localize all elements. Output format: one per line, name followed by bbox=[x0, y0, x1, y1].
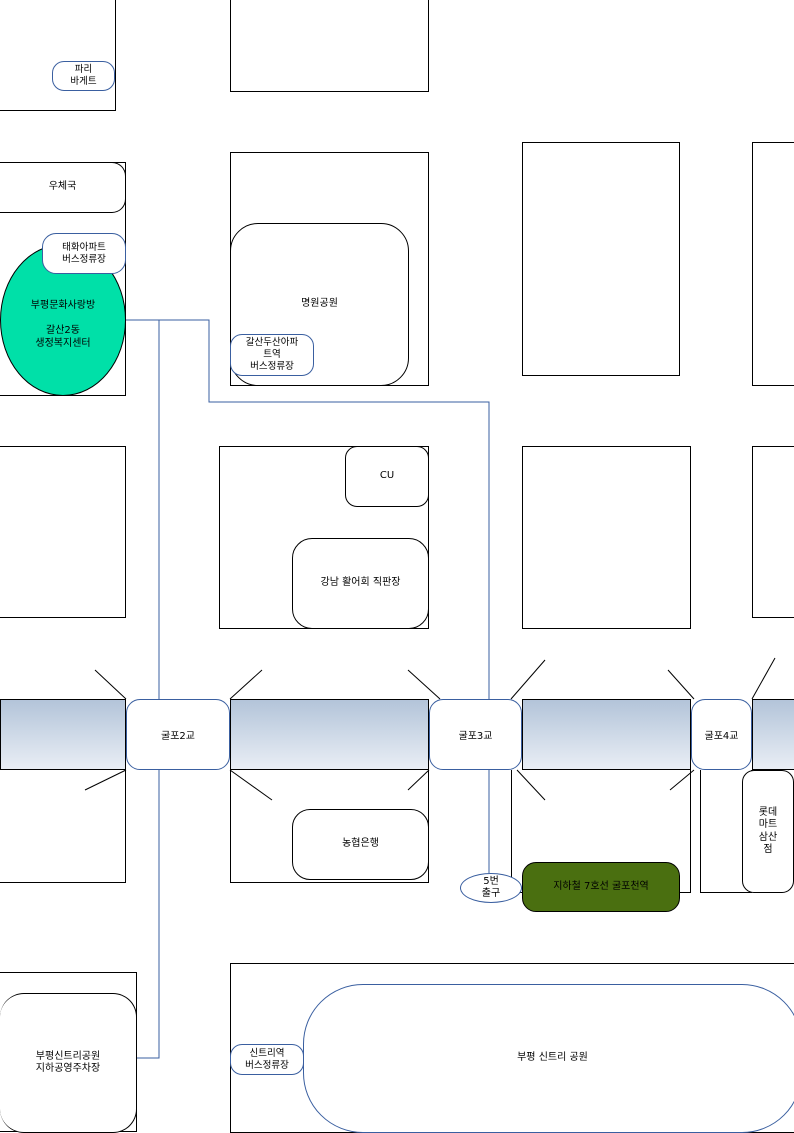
city-block bbox=[230, 0, 429, 92]
route-line bbox=[126, 319, 490, 873]
place-lotte-mart: 롯데 마트 삼산 점 bbox=[742, 770, 794, 893]
bus-stop-taehwa: 태화아파트 버스정류장 bbox=[42, 233, 126, 274]
bridge-gulpo2: 굴포2교 bbox=[126, 699, 230, 770]
river-segment bbox=[522, 699, 691, 770]
place-gangnam-sashimi: 강남 활어회 직판장 bbox=[292, 538, 429, 629]
city-block bbox=[752, 142, 794, 386]
place-exit-5: 5번 출구 bbox=[460, 873, 522, 903]
bridge-gulpo4: 굴포4교 bbox=[691, 699, 752, 770]
city-block bbox=[0, 770, 126, 883]
city-block bbox=[522, 142, 680, 376]
city-block bbox=[0, 0, 116, 111]
place-nonghyup-bank: 농협은행 bbox=[292, 809, 429, 880]
city-block bbox=[0, 446, 126, 618]
place-sintri-parking: 부평신트리공원 지하공영주차장 bbox=[0, 993, 137, 1133]
place-sintri-park: 부평 신트리 공원 bbox=[303, 984, 794, 1133]
bus-stop-galsan-doosan: 갈산두산아파 트역 버스정류장 bbox=[230, 334, 314, 376]
river-segment bbox=[230, 699, 429, 770]
place-subway-station: 지하철 7호선 굴포천역 bbox=[522, 862, 680, 912]
river-segment bbox=[0, 699, 126, 770]
city-block bbox=[752, 446, 794, 618]
place-paris-baguette: 파리 바게트 bbox=[52, 61, 115, 91]
bus-stop-sintri: 신트리역 버스정류장 bbox=[230, 1044, 304, 1075]
place-cu: CU bbox=[345, 446, 429, 507]
river-segment bbox=[752, 699, 794, 770]
place-post-office: 우체국 bbox=[0, 162, 126, 213]
route-line bbox=[137, 320, 160, 1059]
city-block bbox=[522, 446, 691, 629]
bridge-gulpo3: 굴포3교 bbox=[429, 699, 522, 770]
